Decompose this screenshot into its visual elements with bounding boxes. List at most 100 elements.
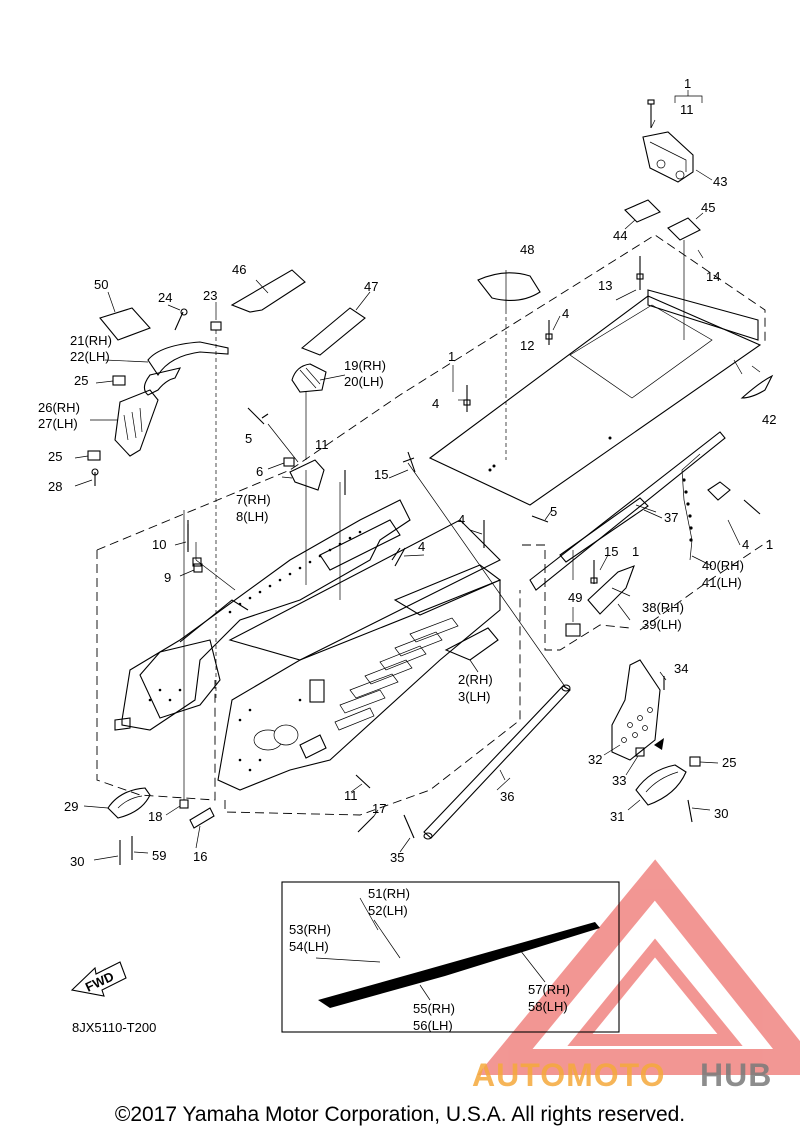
callout-4d: 4 (742, 537, 749, 552)
callout-15a: 15 (374, 467, 388, 482)
callout-20: 20(LH) (344, 374, 384, 389)
assembly-outline (96, 234, 771, 816)
part-50-guard (99, 291, 151, 341)
callout-30a: 30 (714, 806, 728, 821)
callout-1-top: 1 (684, 76, 691, 91)
callout-43: 43 (713, 174, 727, 189)
callout-13: 13 (598, 278, 612, 293)
callout-42: 42 (762, 412, 776, 427)
callout-5a: 5 (245, 431, 252, 446)
fwd-arrow-icon: FWD (70, 961, 127, 997)
main-tunnel-left (114, 499, 411, 800)
callout-33: 33 (612, 773, 626, 788)
part-37-rail (529, 431, 726, 591)
part-28-bolt (91, 468, 99, 486)
inset-labels: 51(RH) 52(LH) 53(RH) 54(LH) 55(RH) 56(LH… (289, 886, 570, 1033)
callout-35: 35 (390, 850, 404, 865)
callout-45: 45 (701, 200, 715, 215)
main-tunnel-right (217, 579, 501, 791)
callout-46: 46 (232, 262, 246, 277)
callout-16: 16 (193, 849, 207, 864)
callout-1-mid: 1 (448, 349, 455, 364)
callout-54: 54(LH) (289, 939, 329, 954)
callout-2: 2(RH) (458, 672, 493, 687)
part-40-chain (681, 453, 761, 567)
part-12-tunnel-plate (428, 256, 774, 506)
callout-57: 57(RH) (528, 982, 570, 997)
part-26-bracket (114, 389, 159, 457)
callout-53: 53(RH) (289, 922, 331, 937)
callout-25a: 25 (74, 373, 88, 388)
part-5b-rivet (531, 515, 549, 523)
part-7-mount (289, 459, 325, 585)
callout-15b: 15 (604, 544, 618, 559)
part-19-boot (291, 363, 327, 460)
part-48-pad (477, 272, 541, 301)
part-32-bracket (611, 659, 701, 767)
leader-lines (74, 119, 743, 931)
callout-9: 9 (164, 570, 171, 585)
callout-4c: 4 (458, 512, 465, 527)
fwd-label: FWD (83, 969, 116, 995)
callout-40: 40(RH) (702, 558, 744, 573)
callout-5b: 5 (550, 504, 557, 519)
callout-4b: 4 (562, 306, 569, 321)
callout-59: 59 (152, 848, 166, 863)
decal-inset: 137 (281, 881, 620, 1033)
callout-labels: 1 11 43 44 45 48 46 47 50 24 23 21(RH) 2… (38, 76, 776, 869)
part-43-bracket (642, 90, 713, 183)
part-44-pad (624, 199, 661, 230)
callout-49: 49 (568, 590, 582, 605)
part-29-step (107, 787, 151, 819)
callout-14: 14 (706, 269, 720, 284)
callout-12: 12 (520, 338, 534, 353)
callout-36: 36 (500, 789, 514, 804)
part-47-plate (300, 291, 371, 356)
callout-31: 31 (610, 809, 624, 824)
part-49-clip (565, 550, 581, 637)
callout-48: 48 (520, 242, 534, 257)
callout-21: 21(RH) (70, 333, 112, 348)
callout-56: 56(LH) (413, 1018, 453, 1033)
callout-4e: 4 (418, 539, 425, 554)
part-21-arm (143, 341, 229, 396)
callout-50: 50 (94, 277, 108, 292)
part-25-clip (87, 375, 126, 461)
callout-55: 55(RH) (413, 1001, 455, 1016)
part-23-nut (210, 302, 222, 700)
callout-7: 7(RH) (236, 492, 271, 507)
callout-19: 19(RH) (344, 358, 386, 373)
callout-32: 32 (588, 752, 602, 767)
watermark-auto: AUTOMOTO (472, 1057, 665, 1093)
part-30-rivet (119, 836, 133, 865)
callout-11-top: 11 (680, 102, 694, 117)
watermark-hub: HUB (700, 1057, 772, 1093)
callout-39: 39(LH) (642, 617, 682, 632)
callout-23: 23 (203, 288, 217, 303)
part-2-plate (444, 627, 499, 673)
part-5-rivet (247, 407, 299, 463)
watermark-logo (477, 859, 800, 1075)
callout-18: 18 (148, 809, 162, 824)
decal-text: 137 (450, 946, 469, 961)
callout-3: 3(LH) (458, 689, 491, 704)
callout-6: 6 (256, 464, 263, 479)
callout-41: 41(LH) (702, 575, 742, 590)
callout-22: 22(LH) (70, 349, 110, 364)
callout-28: 28 (48, 479, 62, 494)
callout-17: 17 (372, 801, 386, 816)
callout-1-right: 1 (766, 537, 773, 552)
drawing-code: 8JX5110-T200 (72, 1020, 156, 1035)
part-36-rod (407, 462, 571, 840)
part-16-plate (189, 807, 215, 829)
callout-25c: 25 (722, 755, 736, 770)
callout-51: 51(RH) (368, 886, 410, 901)
callout-8: 8(LH) (236, 509, 269, 524)
callout-58: 58(LH) (528, 999, 568, 1014)
callout-26: 26(RH) (38, 400, 80, 415)
callout-30b: 30 (70, 854, 84, 869)
callout-25b: 25 (48, 449, 62, 464)
callout-52: 52(LH) (368, 903, 408, 918)
part-46-plate (230, 269, 306, 313)
